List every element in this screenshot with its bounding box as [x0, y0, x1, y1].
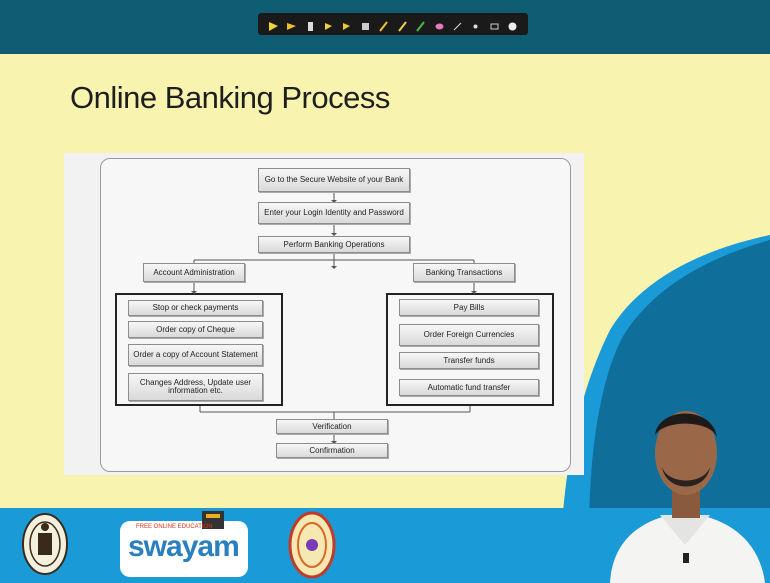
annotation-toolbar[interactable]	[258, 13, 528, 35]
node-change-address: Changes Address, Update user information…	[128, 373, 263, 401]
node-confirmation: Confirmation	[276, 443, 388, 458]
green-pen-icon[interactable]	[415, 19, 426, 32]
pointer-icon[interactable]	[268, 19, 279, 31]
undo-icon[interactable]	[489, 19, 500, 30]
cursor-icon[interactable]	[305, 19, 316, 31]
top-bar	[0, 0, 770, 54]
banking-transactions-group	[386, 293, 554, 406]
swayam-wordmark: swayam	[128, 530, 240, 563]
shape-icon[interactable]	[470, 19, 481, 30]
node-pay-bills: Pay Bills	[399, 299, 539, 316]
account-admin-group	[115, 293, 283, 406]
node-login: Enter your Login Identity and Password	[258, 202, 410, 224]
presenter-video-icon	[610, 411, 765, 583]
node-foreign-currencies: Order Foreign Currencies	[399, 324, 539, 346]
node-go-website: Go to the Secure Website of your Bank	[258, 168, 410, 192]
node-order-statement: Order a copy of Account Statement	[128, 344, 263, 366]
line-icon[interactable]	[452, 19, 463, 30]
swayam-tagline: FREE ONLINE EDUCATION	[136, 524, 213, 530]
text-icon[interactable]	[360, 19, 371, 30]
footer-bar: FREE ONLINE EDUCATION swayam	[0, 508, 770, 583]
arrow-icon[interactable]	[286, 19, 297, 30]
pen-icon[interactable]	[378, 19, 389, 32]
highlighter-icon[interactable]	[323, 19, 334, 30]
emblem-logo-icon	[288, 511, 336, 579]
slide-title: Online Banking Process	[70, 80, 390, 115]
node-automatic-transfer: Automatic fund transfer	[399, 379, 539, 396]
laser-icon[interactable]	[341, 19, 352, 30]
swayam-logo-icon	[120, 511, 248, 577]
node-banking-transactions: Banking Transactions	[413, 263, 515, 282]
marker-icon[interactable]	[397, 19, 408, 32]
node-transfer-funds: Transfer funds	[399, 352, 539, 369]
settings-icon[interactable]	[507, 19, 518, 30]
node-order-cheque: Order copy of Cheque	[128, 321, 263, 338]
node-perform-operations: Perform Banking Operations	[258, 236, 410, 253]
node-account-administration: Account Administration	[143, 263, 245, 282]
iit-kharagpur-logo-icon	[22, 513, 68, 575]
eraser-icon[interactable]	[434, 19, 445, 30]
node-verification: Verification	[276, 419, 388, 434]
node-stop-payments: Stop or check payments	[128, 300, 263, 316]
